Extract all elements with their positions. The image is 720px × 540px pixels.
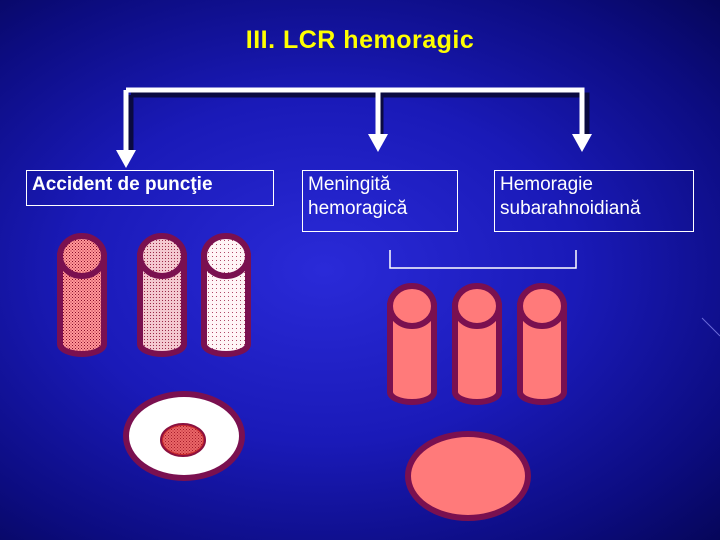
tube-dense [57, 233, 107, 357]
arrow-down-icon [572, 134, 592, 152]
box-hemoragie-subarahnoidiana: Hemoragie subarahnoidiană [494, 170, 694, 232]
tube-pink [387, 283, 437, 405]
arrow-down-icon [368, 134, 388, 152]
box-accident-de-punctie: Accident de puncţie [26, 170, 274, 206]
tube-light [201, 233, 251, 357]
slide-title: III. LCR hemoragic [245, 26, 475, 54]
box-meningita-hemoragica: Meningită hemoragică [302, 170, 458, 232]
tube-medium [137, 233, 187, 357]
sediment-dish [123, 391, 245, 481]
pink-dish [405, 431, 531, 521]
bracket-line [389, 250, 577, 269]
arrow-down-icon [116, 150, 136, 168]
tube-pink [517, 283, 567, 405]
decorative-line [701, 317, 720, 337]
connector-lines [123, 87, 590, 153]
tube-pink [452, 283, 502, 405]
